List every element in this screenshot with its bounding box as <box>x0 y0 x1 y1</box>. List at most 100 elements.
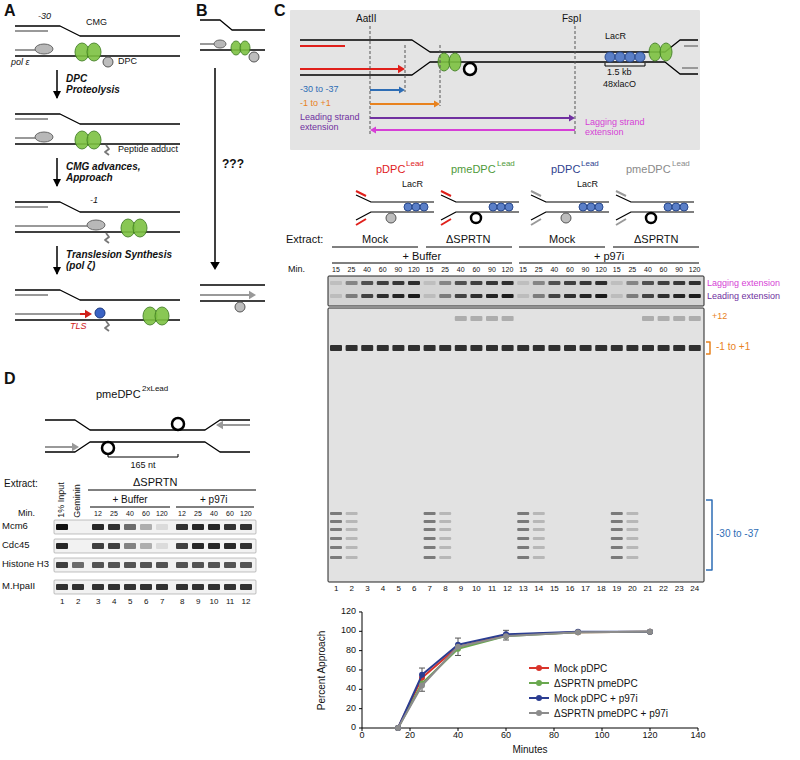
gel-band <box>502 345 514 351</box>
superscript: Lead <box>672 160 690 169</box>
blot-band <box>140 562 152 568</box>
group-line <box>426 247 512 248</box>
data-point <box>395 725 401 731</box>
blot-band <box>92 524 104 530</box>
swatch-dot <box>536 695 542 701</box>
lane-number: 5 <box>396 585 400 594</box>
lane-number: 16 <box>566 585 575 594</box>
data-point <box>575 629 581 635</box>
time-label: 40 <box>126 510 134 518</box>
gel-band <box>439 512 451 515</box>
gel-band <box>346 528 358 531</box>
strand-line <box>200 20 265 30</box>
time-label: 60 <box>379 266 387 274</box>
time-label: 90 <box>488 266 496 274</box>
band-label: Lagging extension <box>707 279 780 289</box>
dpc-circle <box>561 213 571 223</box>
dimension-bracket <box>108 454 178 457</box>
edge-label: CMG advances, Approach <box>66 161 158 183</box>
tick-label: 120 <box>643 731 658 741</box>
gel-band <box>517 546 529 549</box>
lane-number: 11 <box>226 598 234 607</box>
gel-band <box>486 345 498 351</box>
tick-label: 140 <box>691 731 706 741</box>
gel-band <box>486 294 498 298</box>
gel-band <box>564 345 576 351</box>
node-label: -30 to -37 <box>300 85 339 95</box>
lane-number: 8 <box>180 598 184 607</box>
peptide-adduct <box>105 145 109 155</box>
gel-band <box>392 281 404 285</box>
time-label: 120 <box>689 266 701 274</box>
node-label: 1.5 kb <box>607 68 632 78</box>
gel-band <box>533 281 545 285</box>
tick-label: 20 <box>346 704 356 714</box>
tick <box>359 728 362 729</box>
blot-band <box>72 584 84 590</box>
gel-band <box>439 537 451 540</box>
group-line <box>90 507 170 508</box>
superscript: Lead <box>497 160 515 169</box>
cmg-helicase <box>87 43 101 61</box>
condition-label: + p97i <box>200 494 228 505</box>
lane-number: 24 <box>690 585 699 594</box>
strand-line <box>45 442 250 452</box>
lacr-protein <box>404 203 412 211</box>
tick-label: 80 <box>346 646 356 656</box>
blot-band <box>56 584 68 590</box>
time-label: 60 <box>472 266 480 274</box>
arrowhead <box>398 65 405 73</box>
schematic-panel: AatIIFspILacR1.5 kb48xlacO-30 to -37-1 t… <box>290 10 700 150</box>
lane-number: 7 <box>428 585 432 594</box>
legend-entry: Mock pDPC + p97i <box>528 692 638 704</box>
axis-line <box>362 728 698 729</box>
blot-band <box>156 562 168 568</box>
time-label: 12 <box>94 510 102 518</box>
lacr-protein <box>635 52 645 62</box>
legend-text: ΔSPRTN pmeDPC + p97i <box>554 708 668 719</box>
gel-band <box>408 281 420 285</box>
blot-band <box>56 524 68 530</box>
lane-number: 1 <box>334 585 338 594</box>
data-point <box>647 629 653 635</box>
blot-band <box>192 524 204 530</box>
gel-band <box>564 294 576 298</box>
construct-name: pmeDPC <box>626 163 671 175</box>
data-point <box>575 629 581 635</box>
gel-strip <box>328 276 704 306</box>
leading-strand <box>15 313 80 315</box>
lagging-strand <box>15 30 48 32</box>
gel-band <box>611 528 623 531</box>
gel-band <box>424 345 436 351</box>
lane-number: 9 <box>196 598 200 607</box>
axis-title: Minutes <box>513 744 548 755</box>
position-line <box>405 45 406 92</box>
band-label: -30 to -37 <box>716 528 759 539</box>
pathway-step: Peptide adduct <box>10 100 185 156</box>
gel-band <box>346 345 358 351</box>
gel-band <box>517 294 529 298</box>
condition-label: ΔSPRTN <box>133 476 177 488</box>
strand-line <box>15 26 180 36</box>
lacr-protein <box>680 203 688 211</box>
data-point <box>395 725 401 731</box>
row-header: Extract: <box>4 478 38 489</box>
lacr-protein <box>412 203 420 211</box>
gel-band <box>424 520 436 523</box>
gel-band <box>517 512 529 515</box>
tick-label: 40 <box>453 731 463 741</box>
bracket <box>706 342 710 354</box>
gel-band <box>502 316 514 321</box>
pol-epsilon <box>35 132 53 142</box>
gel-band <box>470 316 482 321</box>
gel-band <box>330 556 342 559</box>
flow-arrow <box>56 246 58 274</box>
gel-band <box>611 546 623 549</box>
nascent-strand <box>684 45 698 47</box>
tick-label: 20 <box>405 731 415 741</box>
edge-label: Translesion Synthesis (pol ζ) <box>66 249 191 271</box>
gel-band <box>626 520 638 523</box>
lane-number: 1 <box>60 598 64 607</box>
